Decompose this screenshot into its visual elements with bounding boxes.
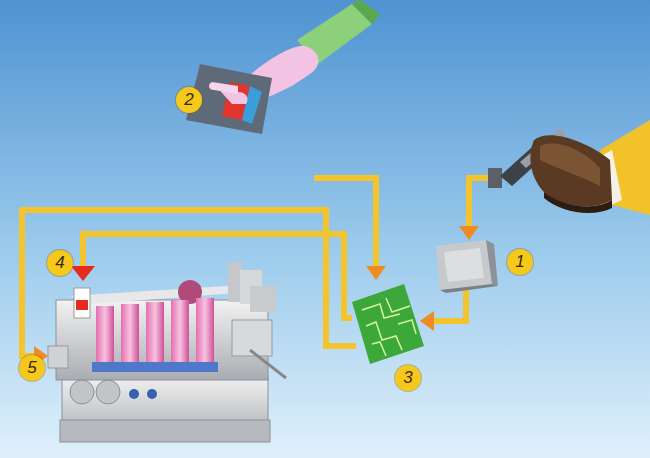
callout-number: 5 <box>19 355 45 381</box>
hand-with-card <box>186 0 380 134</box>
control-unit <box>352 284 424 364</box>
engine <box>48 262 286 442</box>
callout-number: 2 <box>176 87 202 113</box>
callout-number: 3 <box>395 365 421 391</box>
arrowheads <box>34 226 479 366</box>
callout-number: 4 <box>47 250 73 276</box>
pedal-sensor <box>436 240 498 293</box>
foot <box>530 120 650 215</box>
callout-number: 1 <box>507 249 533 275</box>
